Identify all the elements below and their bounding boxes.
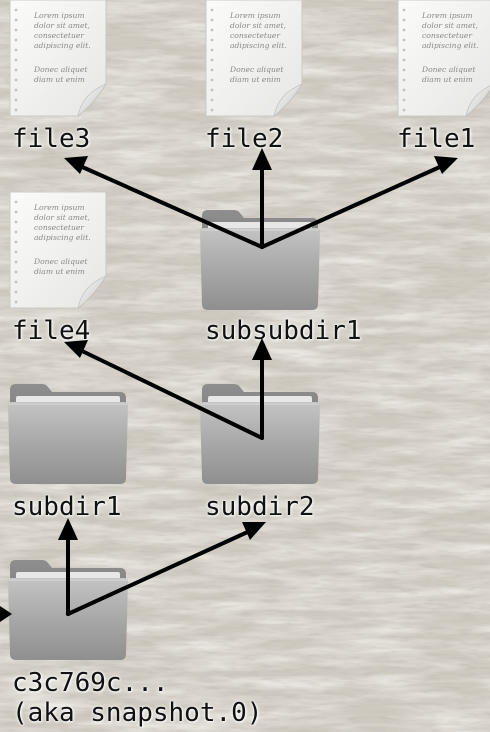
svg-text:Lorem ipsum: Lorem ipsum — [33, 203, 85, 212]
svg-text:adipiscing elit.: adipiscing elit. — [230, 41, 287, 50]
document-icon: Lorem ipsum dolor sit amet, consectetuer… — [9, 0, 107, 117]
folder-icon — [200, 384, 320, 484]
svg-text:dolor sit amet,: dolor sit amet, — [422, 21, 478, 30]
svg-text:dolor sit amet,: dolor sit amet, — [34, 21, 90, 30]
root-snapshot-label: c3c769c... (aka snapshot.0) — [12, 668, 262, 728]
svg-text:Lorem ipsum: Lorem ipsum — [229, 11, 281, 20]
svg-text:dolor sit amet,: dolor sit amet, — [230, 21, 286, 30]
svg-text:Donec aliquet: Donec aliquet — [229, 65, 284, 74]
subdir1-node — [6, 380, 130, 486]
root-alias-text: (aka snapshot.0) — [12, 698, 263, 728]
subsubdir1-node — [198, 206, 322, 312]
subsubdir1-label: subsubdir1 — [205, 316, 362, 346]
root-snapshot-node — [6, 556, 130, 662]
file2-node: Lorem ipsum dolor sit amet, consectetuer… — [204, 0, 306, 118]
file1-label: file1 — [397, 124, 476, 154]
svg-text:consectetuer: consectetuer — [422, 31, 472, 40]
svg-text:Donec aliquet: Donec aliquet — [33, 65, 88, 74]
svg-text:Lorem ipsum: Lorem ipsum — [33, 11, 85, 20]
svg-text:diam ut enim: diam ut enim — [422, 75, 473, 84]
svg-text:adipiscing elit.: adipiscing elit. — [422, 41, 479, 50]
subdir2-label: subdir2 — [205, 492, 315, 522]
folder-icon — [8, 560, 128, 660]
svg-text:consectetuer: consectetuer — [34, 31, 84, 40]
document-icon: Lorem ipsum dolor sit amet, consectetuer… — [9, 192, 107, 309]
svg-text:diam ut enim: diam ut enim — [34, 267, 85, 276]
file1-node: Lorem ipsum dolor sit amet, consectetuer… — [396, 0, 490, 118]
file2-label: file2 — [205, 124, 284, 154]
svg-text:adipiscing elit.: adipiscing elit. — [34, 233, 91, 242]
file3-label: file3 — [12, 124, 91, 154]
file3-node: Lorem ipsum dolor sit amet, consectetuer… — [8, 0, 110, 118]
svg-text:consectetuer: consectetuer — [34, 223, 84, 232]
svg-text:Lorem ipsum: Lorem ipsum — [421, 11, 473, 20]
document-icon: Lorem ipsum dolor sit amet, consectetuer… — [205, 0, 303, 117]
subdir1-label: subdir1 — [12, 492, 122, 522]
svg-text:adipiscing elit.: adipiscing elit. — [34, 41, 91, 50]
svg-text:Donec aliquet: Donec aliquet — [33, 257, 88, 266]
subdir2-node — [198, 380, 322, 486]
file4-node: Lorem ipsum dolor sit amet, consectetuer… — [8, 192, 110, 310]
svg-text:consectetuer: consectetuer — [230, 31, 280, 40]
svg-text:dolor sit amet,: dolor sit amet, — [34, 213, 90, 222]
file4-label: file4 — [12, 316, 91, 346]
root-hash-text: c3c769c... — [12, 668, 169, 698]
folder-icon — [8, 384, 128, 484]
document-icon: Lorem ipsum dolor sit amet, consectetuer… — [397, 0, 490, 117]
svg-text:diam ut enim: diam ut enim — [230, 75, 281, 84]
folder-icon — [200, 210, 320, 310]
svg-text:diam ut enim: diam ut enim — [34, 75, 85, 84]
svg-text:Donec aliquet: Donec aliquet — [421, 65, 476, 74]
